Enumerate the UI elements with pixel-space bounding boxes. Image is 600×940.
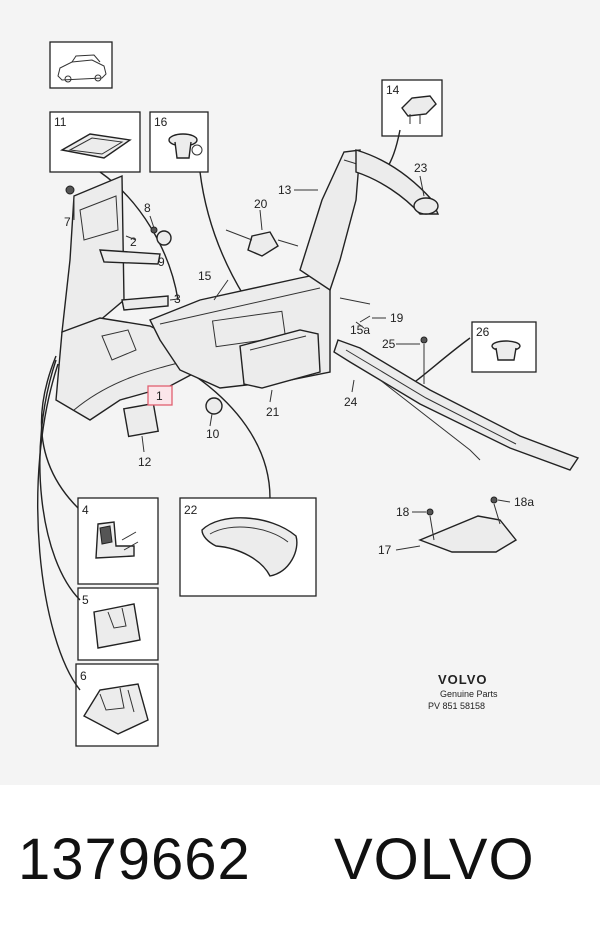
callout-1: 1: [156, 389, 163, 403]
part-number: 1379662: [18, 827, 251, 892]
callout-7: 7: [64, 215, 71, 229]
bracket-17: [418, 496, 518, 553]
callout-8: 8: [144, 201, 151, 215]
callout-25: 25: [382, 337, 396, 351]
parts-diagram-svg: 11 16 14 26 22 4 5: [37, 41, 580, 747]
callout-2: 2: [130, 235, 137, 249]
callout-15: 15: [198, 269, 212, 283]
box-part-11: 11: [49, 111, 141, 173]
callout-16: 16: [154, 115, 168, 129]
small-parts: [65, 185, 428, 438]
callout-10: 10: [206, 427, 220, 441]
callout-14: 14: [386, 83, 400, 97]
callout-18a: 18a: [514, 495, 534, 509]
callout-26: 26: [476, 325, 490, 339]
callout-12: 12: [138, 455, 152, 469]
callout-6: 6: [80, 669, 87, 683]
box-part-26: 26: [471, 321, 537, 373]
box-part-22: 22: [179, 497, 317, 597]
callout-5: 5: [82, 593, 89, 607]
logo-code: PV 851 58158: [428, 701, 485, 711]
box-part-4: 4: [77, 497, 159, 585]
pillar-trim-panel: [61, 174, 161, 333]
volvo-logo: VOLVO Genuine Parts PV 851 58158: [428, 672, 498, 711]
callout-19: 19: [390, 311, 404, 325]
callout-1-highlight: [147, 385, 173, 406]
callout-9: 9: [158, 255, 165, 269]
callout-24: 24: [344, 395, 358, 409]
callout-15a: 15a: [350, 323, 370, 337]
box-part-14: 14: [381, 79, 443, 137]
b-pillar-trim: [299, 149, 440, 292]
callout-4: 4: [82, 503, 89, 517]
car-thumbnail: [49, 41, 113, 89]
callout-22: 22: [184, 503, 198, 517]
callout-13: 13: [278, 183, 292, 197]
sill-strip-24: [333, 339, 580, 471]
callout-17: 17: [378, 543, 392, 557]
callout-11: 11: [54, 115, 67, 129]
callout-18: 18: [396, 505, 410, 519]
callout-21: 21: [266, 405, 280, 419]
box-part-5: 5: [77, 587, 159, 661]
logo-subtitle: Genuine Parts: [440, 689, 498, 699]
box-part-16: 16: [149, 111, 209, 173]
box-part-6: 6: [75, 663, 159, 747]
callout-23: 23: [414, 161, 428, 175]
footer-brand: VOLVO: [334, 827, 535, 892]
logo-brand: VOLVO: [438, 672, 488, 687]
parts-diagram: 11 16 14 26 22 4 5: [0, 0, 600, 785]
callout-20: 20: [254, 197, 268, 211]
storage-lid-21: [239, 329, 321, 389]
